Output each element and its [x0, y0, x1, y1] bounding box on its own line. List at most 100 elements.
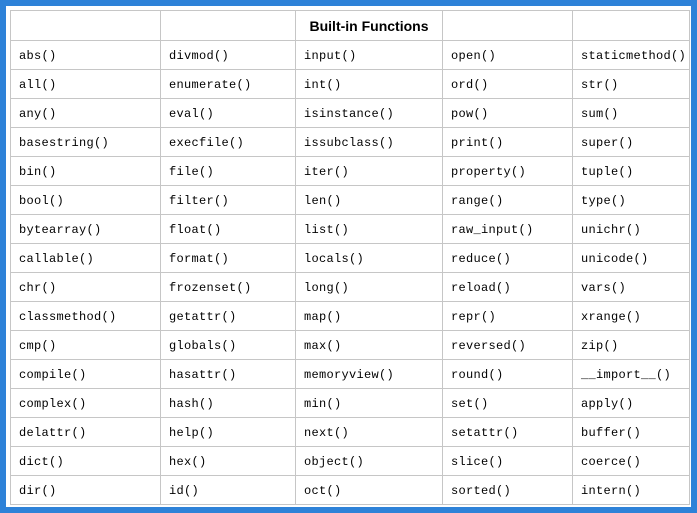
function-cell: cmp()	[10, 330, 161, 360]
function-cell: list()	[295, 214, 443, 244]
table-row: dict() hex() object() slice() coerce()	[10, 446, 690, 476]
function-cell: compile()	[10, 359, 161, 389]
function-cell: memoryview()	[295, 359, 443, 389]
function-cell: len()	[295, 185, 443, 215]
table-row: basestring() execfile() issubclass() pri…	[10, 127, 690, 157]
function-cell: float()	[160, 214, 296, 244]
function-cell: long()	[295, 272, 443, 302]
function-cell: unicode()	[572, 243, 690, 273]
function-cell: sorted()	[442, 475, 573, 505]
function-cell: any()	[10, 98, 161, 128]
function-cell: coerce()	[572, 446, 690, 476]
table-row: bool() filter() len() range() type()	[10, 185, 690, 215]
function-cell: input()	[295, 40, 443, 70]
function-cell: dict()	[10, 446, 161, 476]
table-row: complex() hash() min() set() apply()	[10, 388, 690, 418]
function-cell: zip()	[572, 330, 690, 360]
header-cell-empty	[160, 10, 296, 41]
function-cell: set()	[442, 388, 573, 418]
builtin-functions-table: Built-in Functions abs() divmod() input(…	[10, 10, 690, 505]
function-cell: hex()	[160, 446, 296, 476]
function-cell: type()	[572, 185, 690, 215]
table-row: compile() hasattr() memoryview() round()…	[10, 359, 690, 389]
table-row: dir() id() oct() sorted() intern()	[10, 475, 690, 505]
function-cell: execfile()	[160, 127, 296, 157]
function-cell: getattr()	[160, 301, 296, 331]
function-cell: repr()	[442, 301, 573, 331]
function-cell: oct()	[295, 475, 443, 505]
function-cell: frozenset()	[160, 272, 296, 302]
function-cell: buffer()	[572, 417, 690, 447]
function-cell: all()	[10, 69, 161, 99]
table-row: delattr() help() next() setattr() buffer…	[10, 417, 690, 447]
function-cell: vars()	[572, 272, 690, 302]
function-cell: reload()	[442, 272, 573, 302]
table-row: bin() file() iter() property() tuple()	[10, 156, 690, 186]
function-cell: intern()	[572, 475, 690, 505]
function-cell: min()	[295, 388, 443, 418]
function-cell: issubclass()	[295, 127, 443, 157]
function-cell: divmod()	[160, 40, 296, 70]
function-cell: super()	[572, 127, 690, 157]
function-cell: object()	[295, 446, 443, 476]
function-cell: max()	[295, 330, 443, 360]
function-cell: round()	[442, 359, 573, 389]
function-cell: setattr()	[442, 417, 573, 447]
header-cell-empty	[10, 10, 161, 41]
function-cell: ord()	[442, 69, 573, 99]
function-cell: property()	[442, 156, 573, 186]
function-cell: id()	[160, 475, 296, 505]
function-cell: basestring()	[10, 127, 161, 157]
function-cell: complex()	[10, 388, 161, 418]
function-cell: hash()	[160, 388, 296, 418]
function-cell: classmethod()	[10, 301, 161, 331]
function-cell: isinstance()	[295, 98, 443, 128]
function-cell: staticmethod()	[572, 40, 690, 70]
function-cell: abs()	[10, 40, 161, 70]
function-cell: print()	[442, 127, 573, 157]
table-row: any() eval() isinstance() pow() sum()	[10, 98, 690, 128]
function-cell: next()	[295, 417, 443, 447]
function-cell: pow()	[442, 98, 573, 128]
function-cell: raw_input()	[442, 214, 573, 244]
table-row: classmethod() getattr() map() repr() xra…	[10, 301, 690, 331]
table-row: cmp() globals() max() reversed() zip()	[10, 330, 690, 360]
table-row: all() enumerate() int() ord() str()	[10, 69, 690, 99]
function-cell: xrange()	[572, 301, 690, 331]
function-cell: open()	[442, 40, 573, 70]
function-cell: __import__()	[572, 359, 690, 389]
function-cell: int()	[295, 69, 443, 99]
table-row: chr() frozenset() long() reload() vars()	[10, 272, 690, 302]
function-cell: slice()	[442, 446, 573, 476]
function-cell: hasattr()	[160, 359, 296, 389]
function-cell: locals()	[295, 243, 443, 273]
function-cell: format()	[160, 243, 296, 273]
function-cell: map()	[295, 301, 443, 331]
table-row: callable() format() locals() reduce() un…	[10, 243, 690, 273]
function-cell: help()	[160, 417, 296, 447]
function-cell: sum()	[572, 98, 690, 128]
function-cell: callable()	[10, 243, 161, 273]
function-cell: enumerate()	[160, 69, 296, 99]
function-cell: globals()	[160, 330, 296, 360]
table-row: bytearray() float() list() raw_input() u…	[10, 214, 690, 244]
header-cell-empty	[442, 10, 573, 41]
function-cell: bin()	[10, 156, 161, 186]
function-cell: tuple()	[572, 156, 690, 186]
function-cell: dir()	[10, 475, 161, 505]
function-cell: chr()	[10, 272, 161, 302]
function-cell: range()	[442, 185, 573, 215]
header-cell-empty	[572, 10, 690, 41]
function-cell: reduce()	[442, 243, 573, 273]
function-cell: filter()	[160, 185, 296, 215]
function-cell: bool()	[10, 185, 161, 215]
function-cell: file()	[160, 156, 296, 186]
table-header-row: Built-in Functions	[10, 10, 690, 41]
table-title: Built-in Functions	[295, 10, 443, 41]
function-cell: apply()	[572, 388, 690, 418]
function-cell: str()	[572, 69, 690, 99]
table-row: abs() divmod() input() open() staticmeth…	[10, 40, 690, 70]
function-cell: delattr()	[10, 417, 161, 447]
function-cell: iter()	[295, 156, 443, 186]
function-cell: reversed()	[442, 330, 573, 360]
